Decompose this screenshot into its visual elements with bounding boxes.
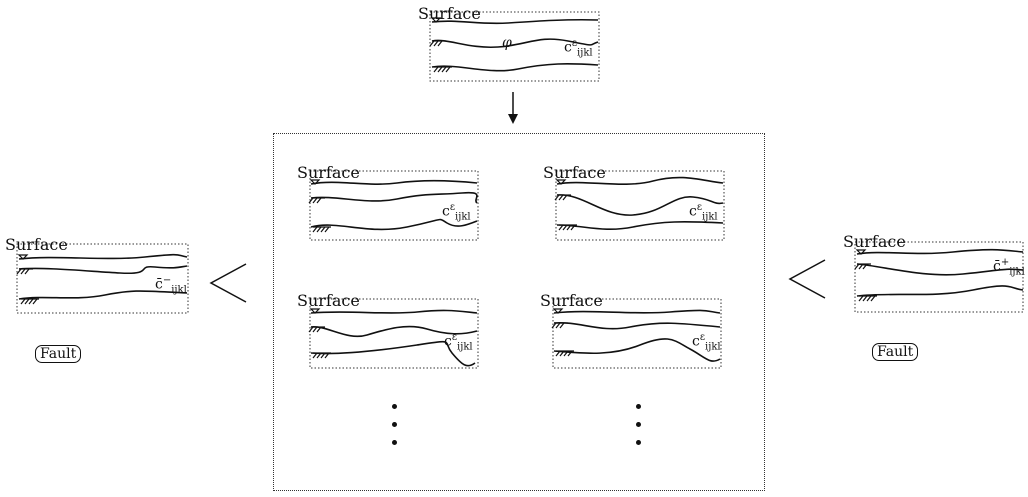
panel-grid-top-right: Surface cεijkl: [543, 165, 725, 241]
coefficient-label: cεijkl: [692, 332, 721, 353]
less-than-left-icon: [209, 263, 247, 303]
panel-left-drawing: [16, 243, 189, 314]
water-surface-symbol: [430, 17, 442, 23]
surface-label: Surface: [843, 232, 906, 251]
down-arrow-icon: [508, 92, 518, 124]
phi-label: φ: [502, 35, 512, 51]
fault-label-right: Fault: [872, 343, 919, 361]
coefficient-label: c̄+ijkl: [993, 257, 1025, 278]
surface-label: Surface: [297, 291, 360, 310]
panel-top-drawing: [429, 11, 600, 82]
surface-label: Surface: [297, 163, 360, 182]
panel-right: Surface c̄+ijkl: [843, 234, 1025, 314]
surface-label: Surface: [5, 235, 68, 254]
panel-left: Surface c̄−ijkl: [5, 237, 190, 315]
ellipsis-left-icon: [389, 404, 399, 458]
panel-right-drawing: [854, 241, 1024, 313]
hatch-symbol-1: [429, 40, 446, 47]
panel-grid-bottom-right-drawing: [551, 298, 722, 369]
surface-label: Surface: [540, 291, 603, 310]
panel-grid-bottom-left: Surface cεijkl: [297, 293, 479, 369]
coefficient-label: cεijkl: [564, 38, 593, 59]
ensemble-box: [273, 133, 765, 491]
surface-label: Surface: [543, 163, 606, 182]
less-than-right-icon: [788, 259, 826, 299]
hatch-symbol-2: [433, 66, 452, 73]
panel-grid-bottom-right: Surface cεijkl: [540, 293, 722, 369]
fault-label-left: Fault: [35, 345, 82, 363]
coefficient-label: cεijkl: [442, 202, 471, 223]
panel-grid-bottom-left-drawing: [308, 298, 479, 369]
coefficient-label: cεijkl: [444, 332, 473, 353]
panel-grid-top-left-drawing: [308, 170, 479, 241]
surface-label: Surface: [418, 4, 481, 23]
panel-grid-top-right-drawing: [554, 170, 725, 241]
coefficient-label: c̄−ijkl: [155, 275, 187, 296]
coefficient-label: cεijkl: [689, 202, 718, 223]
panel-top: Surface φ cεijkl: [418, 5, 600, 82]
ellipsis-right-icon: [633, 404, 643, 458]
panel-grid-top-left: Surface cεijkl: [297, 165, 479, 241]
